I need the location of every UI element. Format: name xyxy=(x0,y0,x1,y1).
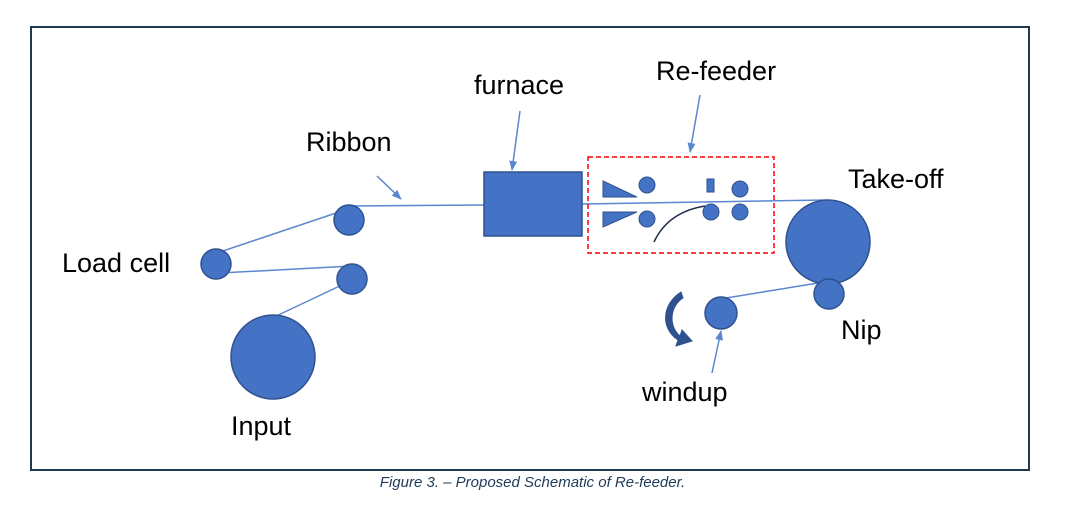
label-ribbon: Ribbon xyxy=(306,127,392,157)
refeeder-cutter-blade xyxy=(706,178,715,193)
lower-guide-roller xyxy=(336,263,368,295)
label-input: Input xyxy=(231,411,292,441)
refeeder-feed-roller-top xyxy=(638,176,656,194)
ribbon-path xyxy=(207,199,827,319)
load-cell-roller xyxy=(200,248,232,280)
label-windup: windup xyxy=(641,377,728,407)
windup-rotation-arrow xyxy=(665,291,693,347)
ribbon-line-input-to-lower-roller xyxy=(271,282,347,319)
upper-guide-roller xyxy=(333,204,365,236)
refeeder-feed-roller-bottom xyxy=(638,210,656,228)
figure-caption: Figure 3. – Proposed Schematic of Re-fee… xyxy=(379,474,686,491)
label-refeeder: Re-feeder xyxy=(656,56,776,86)
components xyxy=(200,171,871,400)
ribbon-line-upper-roller-to-furnace xyxy=(353,204,485,207)
ribbon-pointer-arrow xyxy=(376,175,402,200)
pointer-arrows xyxy=(376,94,724,374)
furnace-pointer-arrow xyxy=(509,110,521,171)
refeeder-roller-top-right xyxy=(731,180,749,198)
input-spool xyxy=(230,314,316,400)
ribbon-line-load-cell-to-upper-roller xyxy=(207,209,346,257)
refeeder-lower-wedge xyxy=(602,211,638,228)
windup-pointer-arrow xyxy=(711,330,724,374)
ribbon-line-furnace-to-takeoff xyxy=(581,199,827,205)
ribbon-line-lower-roller-to-load-cell xyxy=(219,265,353,274)
refeeder-box xyxy=(587,156,775,254)
refeeder-guide-curve xyxy=(653,205,706,243)
furnace-block xyxy=(483,171,583,237)
label-load-cell: Load cell xyxy=(62,248,170,278)
label-furnace: furnace xyxy=(474,70,564,100)
refeeder-pointer-arrow xyxy=(687,94,701,153)
label-nip: Nip xyxy=(841,315,882,345)
refeeder-upper-wedge xyxy=(602,180,638,198)
diagram-frame xyxy=(30,26,1030,471)
label-takeoff: Take-off xyxy=(848,164,944,194)
nip-roller xyxy=(813,278,845,310)
refeeder-internals xyxy=(587,156,775,254)
ribbon-line-takeoff-to-windup xyxy=(719,282,819,300)
takeoff-drum xyxy=(785,199,871,285)
windup-spool xyxy=(704,296,738,330)
refeeder-roller-bottom-right xyxy=(731,203,749,221)
refeeder-roller-left xyxy=(702,203,720,221)
